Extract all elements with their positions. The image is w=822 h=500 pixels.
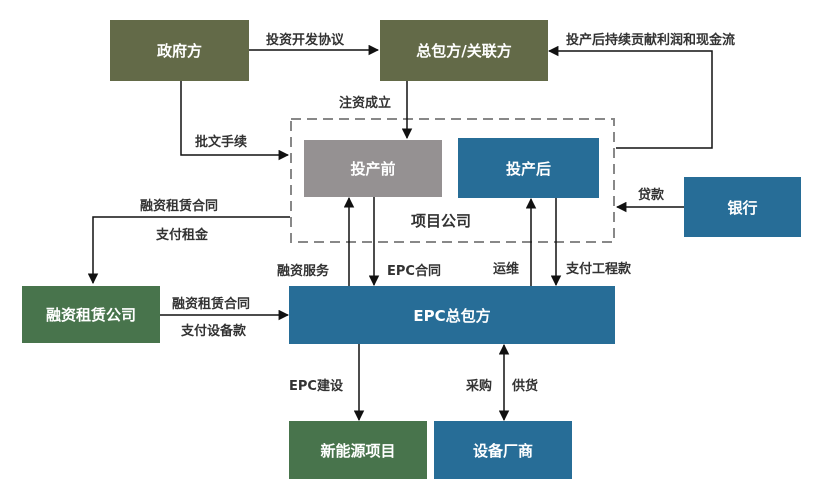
node-pre-production: 投产前 — [304, 140, 442, 197]
label-epc-contract: EPC合同 — [387, 264, 441, 279]
label-financing-service: 融资服务 — [277, 264, 330, 279]
label-procurement: 采购 — [466, 379, 493, 394]
project-company-label: 项目公司 — [411, 212, 472, 230]
node-equipment-vendor-label: 设备厂商 — [472, 441, 533, 460]
label-pay-rent: 支付租金 — [156, 228, 209, 243]
label-approval-procedures: 批文手续 — [195, 135, 248, 150]
label-capital-injection: 注资成立 — [339, 96, 392, 111]
node-equipment-vendor: 设备厂商 — [434, 421, 572, 479]
node-new-energy-project: 新能源项目 — [289, 421, 427, 479]
label-operation: 运维 — [493, 262, 520, 277]
project-company-frame — [290, 118, 615, 243]
label-epc-construction: EPC建设 — [289, 379, 343, 394]
node-new-energy-project-label: 新能源项目 — [320, 441, 396, 460]
label-lease-contract-bottom: 融资租赁合同 — [172, 297, 251, 312]
node-leasing-company-label: 融资租赁公司 — [45, 306, 136, 324]
node-bank-label: 银行 — [727, 198, 758, 217]
node-government-label: 政府方 — [156, 42, 202, 60]
node-pre-production-label: 投产前 — [350, 160, 396, 178]
node-government: 政府方 — [110, 20, 249, 81]
label-pay-engineering: 支付工程款 — [566, 262, 632, 277]
label-investment-agreement: 投资开发协议 — [266, 33, 345, 48]
label-lease-contract-top: 融资租赁合同 — [140, 199, 219, 214]
label-pay-equipment: 支付设备款 — [181, 324, 247, 339]
label-supply: 供货 — [512, 379, 539, 394]
node-general-contractor-label: 总包方/关联方 — [416, 42, 512, 60]
node-bank: 银行 — [684, 177, 801, 237]
label-post-production-profit: 投产后持续贡献利润和现金流 — [566, 33, 736, 48]
arrow-approval — [180, 81, 290, 161]
node-general-contractor: 总包方/关联方 — [380, 20, 548, 81]
node-leasing-company: 融资租赁公司 — [22, 286, 160, 343]
label-loan: 贷款 — [638, 188, 665, 203]
node-epc-contractor-label: EPC总包方 — [413, 306, 491, 325]
arrow-profit-flow — [547, 45, 713, 149]
node-post-production-label: 投产后 — [505, 159, 551, 178]
arrow-lease-rent — [87, 216, 290, 285]
node-post-production: 投产后 — [458, 138, 599, 198]
node-epc-contractor: EPC总包方 — [289, 286, 615, 344]
